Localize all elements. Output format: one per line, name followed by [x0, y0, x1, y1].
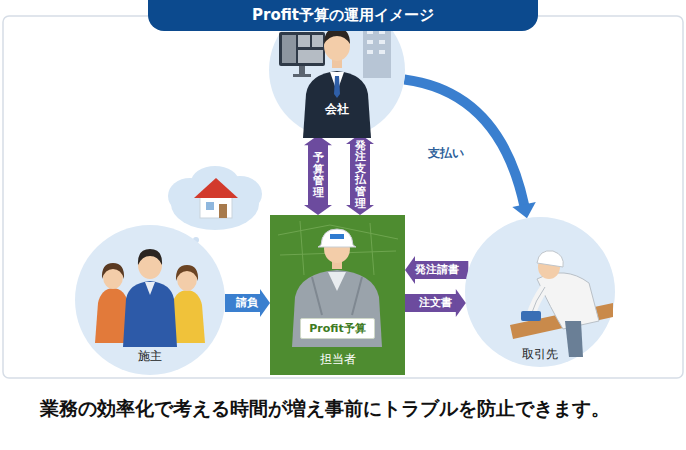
- node-label: 会社: [269, 102, 405, 116]
- edge-label: 発注支払管理: [355, 140, 366, 209]
- arrow-head: [456, 289, 466, 317]
- node-label: Profit予算: [301, 319, 373, 338]
- arrow-head: [512, 202, 535, 218]
- arrow-shaft: [404, 79, 524, 205]
- edge-label: 予算管理: [313, 152, 324, 198]
- arrow-head: [304, 205, 332, 215]
- profit-badge: Profit予算: [300, 318, 374, 339]
- arrow-head: [260, 289, 270, 317]
- connector-arrow: [304, 135, 332, 215]
- arrow-shaft: [225, 294, 261, 312]
- edge-label: 請負: [234, 296, 260, 309]
- node-label: 担当者: [270, 352, 405, 366]
- title-banner: Profit予算の運用イメージ: [148, 0, 538, 31]
- edge-label: 発注請書: [413, 263, 461, 276]
- node-label: 施主: [75, 349, 225, 363]
- connector-arrow: [225, 289, 270, 317]
- connector-arrow: [346, 134, 374, 215]
- edge-label: 支払い: [426, 146, 466, 160]
- caption-text: 業務の効率化で考える時間が増え事前にトラブルを防止できます。: [40, 397, 610, 420]
- node-label: 取引先: [465, 347, 615, 361]
- connector-arrow: [405, 256, 468, 284]
- edge-label: 注文書: [417, 296, 454, 309]
- staff-box: 担当者 Profit予算: [270, 215, 405, 375]
- supplier-illustration: [465, 217, 615, 367]
- arrow-shaft: [405, 294, 457, 312]
- arrow-shaft: [308, 144, 328, 206]
- supplier-circle: 取引先: [465, 217, 615, 367]
- staff-illustration: [270, 215, 405, 375]
- connector-arrow: [404, 79, 535, 218]
- connector-arrow: [405, 289, 466, 317]
- owner-circle: 施主: [75, 225, 225, 375]
